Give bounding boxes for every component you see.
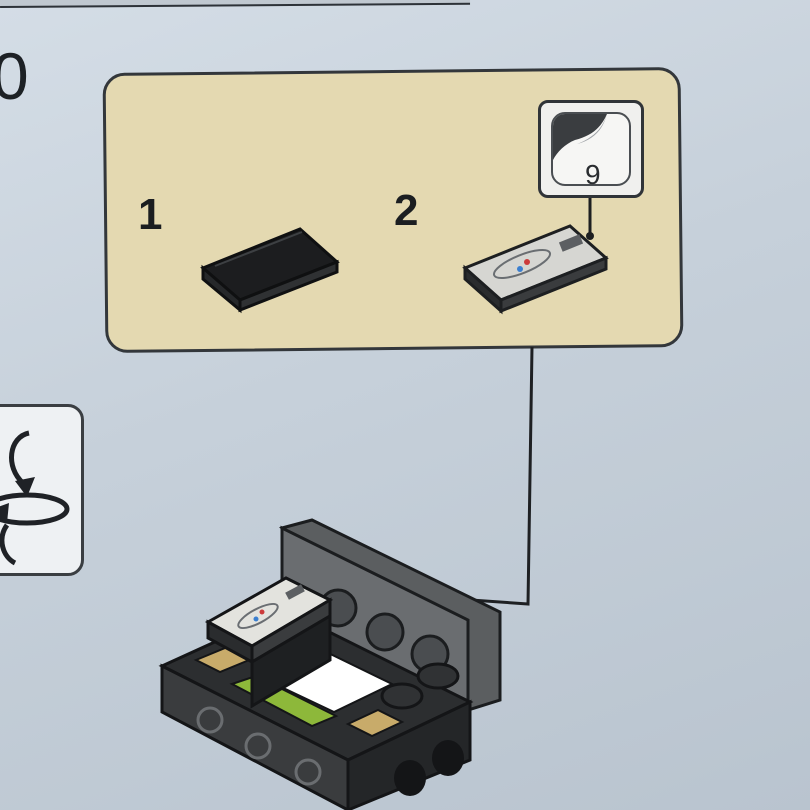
substep-label-1: 1 <box>138 190 163 239</box>
sticker-reference-tag: 9 <box>538 100 644 198</box>
step-number: 0 <box>0 39 29 113</box>
rotate-model-panel <box>0 404 84 576</box>
sticker-peel-icon <box>553 114 607 160</box>
sticker-thumbnail <box>551 112 631 186</box>
substep-label-2: 2 <box>394 186 419 235</box>
sticker-number: 9 <box>585 159 601 190</box>
rotate-model-icon <box>0 430 70 566</box>
